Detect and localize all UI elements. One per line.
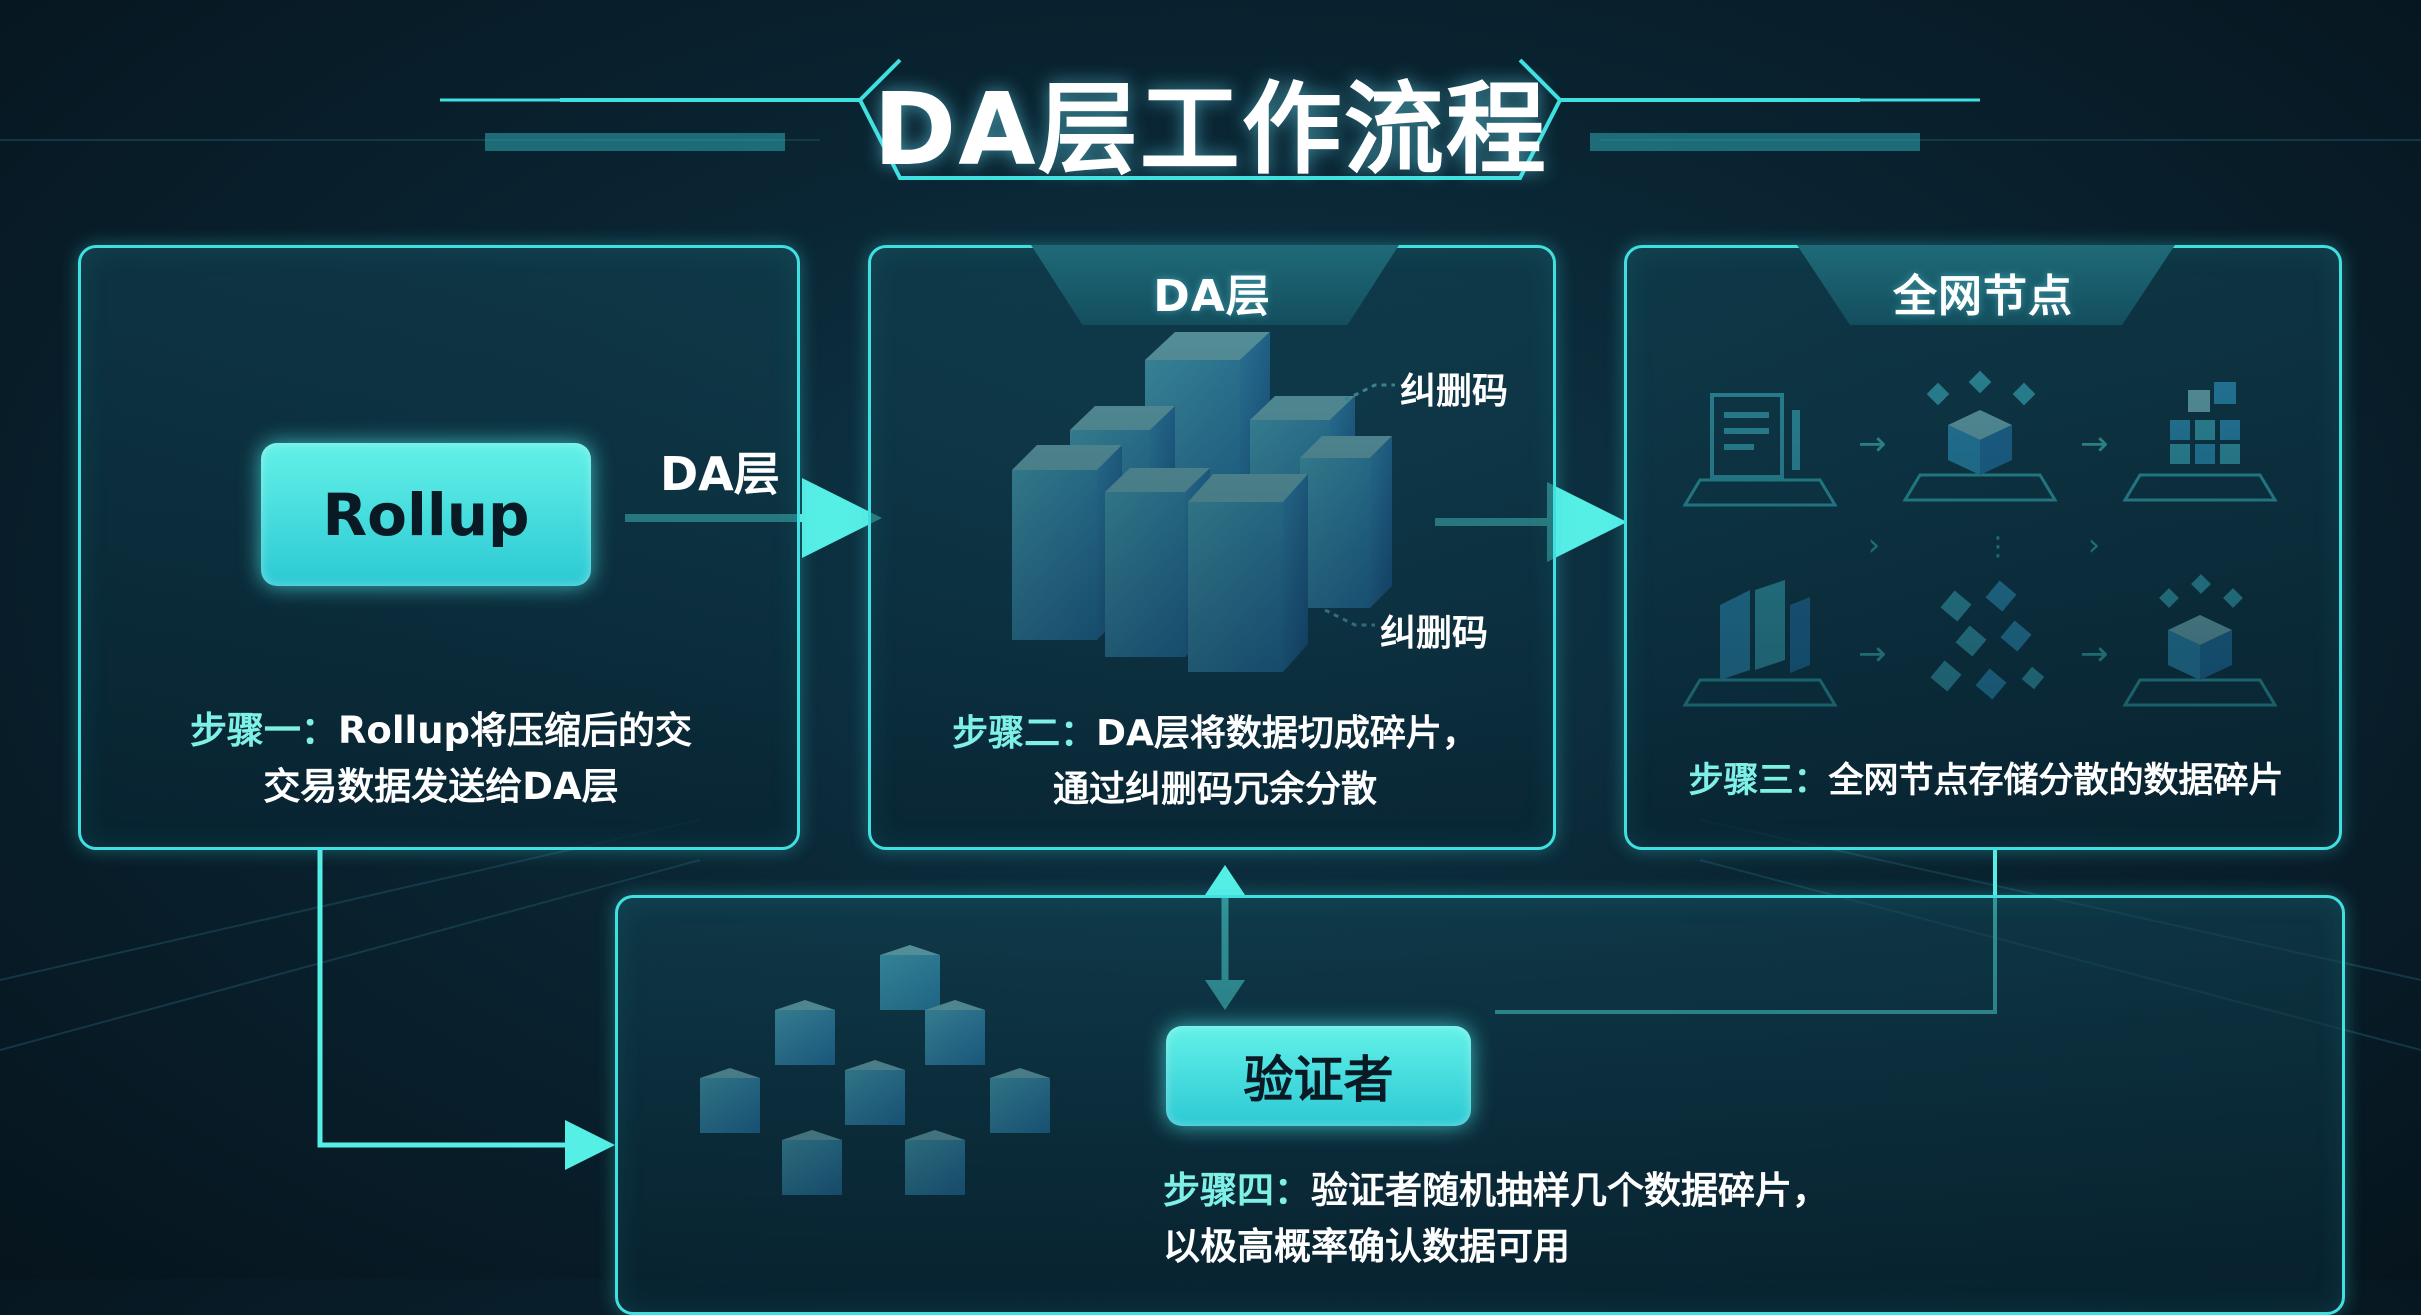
validator-button[interactable]: 验证者 (1166, 1026, 1471, 1126)
step-two-line2: 通过纠删码冗余分散 (1052, 769, 1377, 810)
connector-label-da: DA层 (660, 447, 780, 501)
da-panel-tab (1031, 245, 1399, 325)
nodes-panel-tab (1797, 245, 2175, 325)
panel-network-nodes: 全网节点 步骤三：全网节点存储分散的数据碎片 (1624, 245, 2342, 850)
step-two-text: 步骤二：DA层将数据切成碎片， 通过纠删码冗余分散 (881, 706, 1549, 818)
title-hatch-right (1590, 133, 1920, 151)
step-four-line2: 以极高概率确认数据可用 (1163, 1225, 1570, 1268)
erasure-code-label-top: 纠删码 (1400, 371, 1509, 412)
nodes-panel-title: 全网节点 (1893, 271, 2073, 322)
panel-rollup: Rollup 步骤一：Rollup将压缩后的交 交易数据发送给DA层 (78, 245, 800, 850)
title-frame (440, 58, 1980, 180)
step-three-text: 步骤三：全网节点存储分散的数据碎片 (1637, 753, 2335, 809)
erasure-code-label-bottom: 纠删码 (1380, 613, 1489, 654)
step-two-label: 步骤二： (952, 713, 1097, 754)
panel-da-layer: DA层 步骤二：DA层将数据切成碎片， 通过纠删码冗余分散 (868, 245, 1556, 850)
arrow-rollup-to-validator (317, 850, 615, 1170)
step-three-label: 步骤三： (1688, 761, 1829, 801)
page-title: DA层工作流程 (873, 71, 1548, 188)
step-one-label: 步骤一： (189, 709, 338, 752)
step-three-line: 全网节点存储分散的数据碎片 (1828, 761, 2284, 801)
step-one-text: 步骤一：Rollup将压缩后的交 交易数据发送给DA层 (101, 703, 781, 815)
da-panel-title: DA层 (1153, 271, 1271, 322)
title-hatch-left (485, 133, 785, 151)
step-four-text: 步骤四：验证者随机抽样几个数据碎片， 以极高概率确认数据可用 (1163, 1163, 2063, 1275)
step-four-label: 步骤四： (1163, 1169, 1311, 1212)
step-two-line1: DA层将数据切成碎片， (1096, 713, 1478, 754)
panel-validator: 验证者 步骤四：验证者随机抽样几个数据碎片， 以极高概率确认数据可用 (615, 895, 2345, 1315)
step-one-line1: Rollup将压缩后的交 (337, 709, 693, 752)
step-one-line2: 交易数据发送给DA层 (263, 765, 619, 808)
rollup-button[interactable]: Rollup (261, 443, 591, 586)
step-four-line1: 验证者随机抽样几个数据碎片， (1311, 1169, 1829, 1212)
